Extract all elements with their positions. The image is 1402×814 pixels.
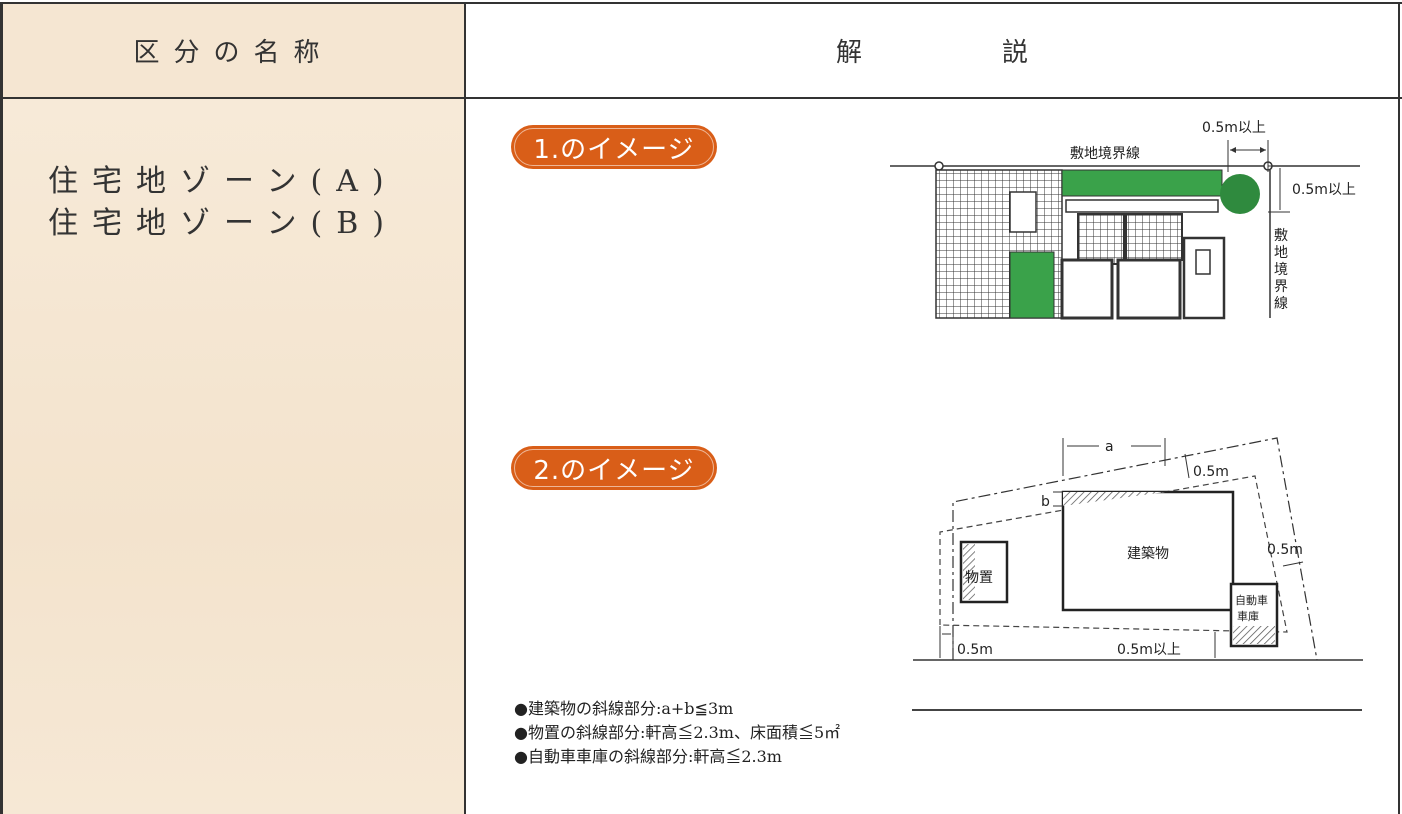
image2-dim-right: 0.5m (1267, 542, 1303, 558)
image2-dim-bottom: 0.5m以上 (1117, 642, 1181, 658)
table-right-border (1398, 2, 1400, 814)
image2-badge: 2.のイメージ (511, 446, 717, 490)
zone-name-cell (3, 99, 464, 814)
svg-text:境: 境 (1274, 262, 1288, 278)
image1-boundary-label: 敷地境界線 (1070, 146, 1140, 162)
zone-a-label: 住宅地ゾーン(A) (48, 164, 398, 199)
image1-dim-right: 0.5m以上 (1292, 182, 1356, 198)
table-top-border (0, 2, 1402, 4)
header-left-cell (3, 4, 464, 97)
note-item: ●物置の斜線部分:軒高≦2.3m、床面積≦5㎡ (514, 723, 841, 742)
header-category-name: 区分の名称 (133, 38, 334, 68)
image1-boundary-label-vertical: 敷 地 境 界 線 (1274, 228, 1288, 312)
notes-list: ●建築物の斜線部分:a+b≦3m ●物置の斜線部分:軒高≦2.3m、床面積≦5㎡… (514, 697, 840, 769)
image2-setback-line (939, 475, 1288, 633)
image1-green-corner (1009, 251, 1055, 319)
image2-site-boundary (952, 437, 1318, 661)
image2-dim-a: a (1105, 439, 1114, 455)
image2-building (1061, 490, 1235, 612)
header-divider (0, 97, 1402, 99)
header-explanation-char-1: 解 (835, 38, 862, 68)
svg-text:界: 界 (1274, 279, 1288, 295)
image2-badge-label: 2.のイメージ (533, 455, 695, 486)
image2-garage-label-2: 車庫 (1237, 609, 1259, 623)
image2-diagram: 建築物 物置 自動車 車庫 a b 0.5m 0.5m 0.5m 0.5m以上 (913, 437, 1363, 661)
svg-text:地: 地 (1274, 245, 1288, 261)
image1-badge: 1.のイメージ (511, 125, 717, 169)
image2-dim-top: 0.5m (1193, 464, 1229, 480)
zone-b-label: 住宅地ゾーン(B) (48, 206, 398, 241)
header-explanation-char-2: 説 (1002, 38, 1029, 68)
note-item: ●建築物の斜線部分:a+b≦3m (514, 699, 734, 718)
image1-badge-label: 1.のイメージ (533, 134, 695, 165)
image1-tree (1220, 174, 1260, 214)
image2-dim-b: b (1041, 494, 1050, 510)
table-left-border (0, 2, 3, 814)
svg-text:敷: 敷 (1274, 228, 1288, 244)
image2-building-hatch (1063, 492, 1165, 506)
notes-divider-line (912, 709, 1362, 711)
image2-dim-left-bottom: 0.5m (957, 642, 993, 658)
svg-text:線: 線 (1274, 296, 1288, 312)
image1-boundary-marker-left (934, 161, 944, 171)
column-divider (464, 2, 466, 814)
image2-garage-label-1: 自動車 (1235, 593, 1268, 607)
header-explanation: 解 説 (466, 4, 1398, 97)
note-item: ●自動車車庫の斜線部分:軒高≦2.3m (514, 747, 782, 766)
image1-diagram: 敷地境界線 0.5m以上 0.5m以上 敷 地 境 界 線 (890, 120, 1360, 320)
image1-green-strip (1061, 169, 1223, 197)
image1-dim-top: 0.5m以上 (1202, 120, 1266, 136)
image2-storage-label: 物置 (965, 570, 993, 586)
image2-building-label: 建築物 (1127, 546, 1169, 562)
